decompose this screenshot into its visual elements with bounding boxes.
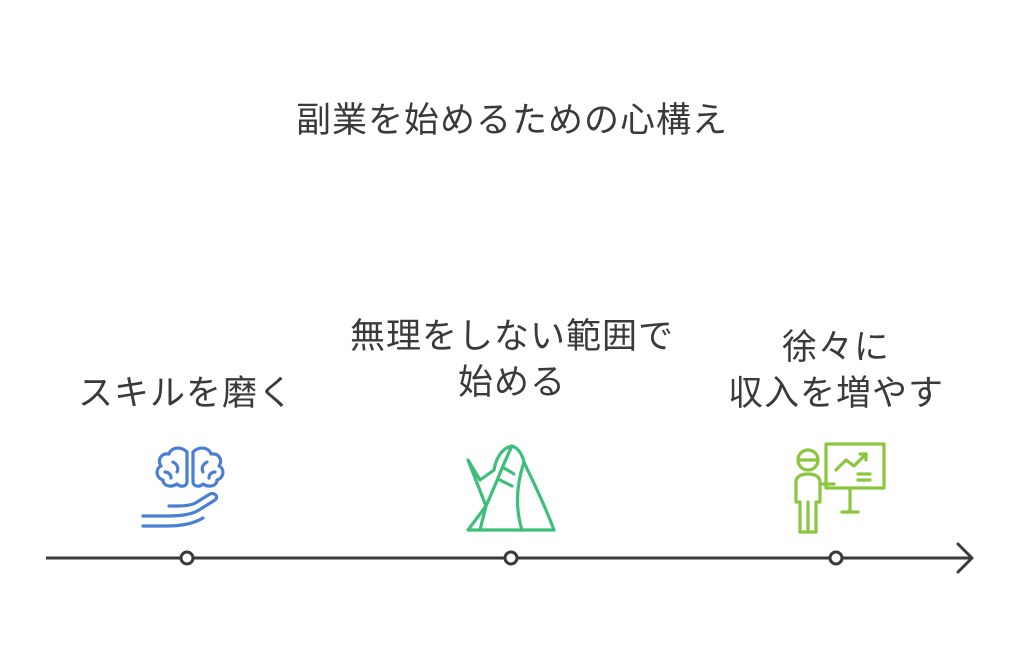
brain-hand-icon (141, 446, 225, 528)
step-2-label: 無理をしない範囲で 始める (312, 314, 712, 406)
step-1-label: スキルを磨く (36, 371, 336, 417)
sneaker-icon (466, 444, 556, 532)
step-2-line-2: 始める (457, 363, 566, 403)
timeline-axis (46, 542, 974, 574)
step-2-marker (503, 550, 519, 566)
step-3-label: 徐々に 収入を増やす (686, 325, 986, 417)
step-1-marker (179, 550, 195, 566)
step-3-marker (828, 550, 844, 566)
diagram-title: 副業を始めるための心構え (295, 101, 728, 141)
presentation-growth-icon (794, 442, 886, 534)
axis-arrowhead (956, 542, 974, 574)
step-3-line-2: 収入を増やす (727, 374, 944, 414)
step-1-line-1: スキルを磨く (77, 374, 294, 414)
step-2-line-1: 無理をしない範囲で (349, 317, 674, 357)
step-3-line-1: 徐々に (781, 328, 890, 368)
